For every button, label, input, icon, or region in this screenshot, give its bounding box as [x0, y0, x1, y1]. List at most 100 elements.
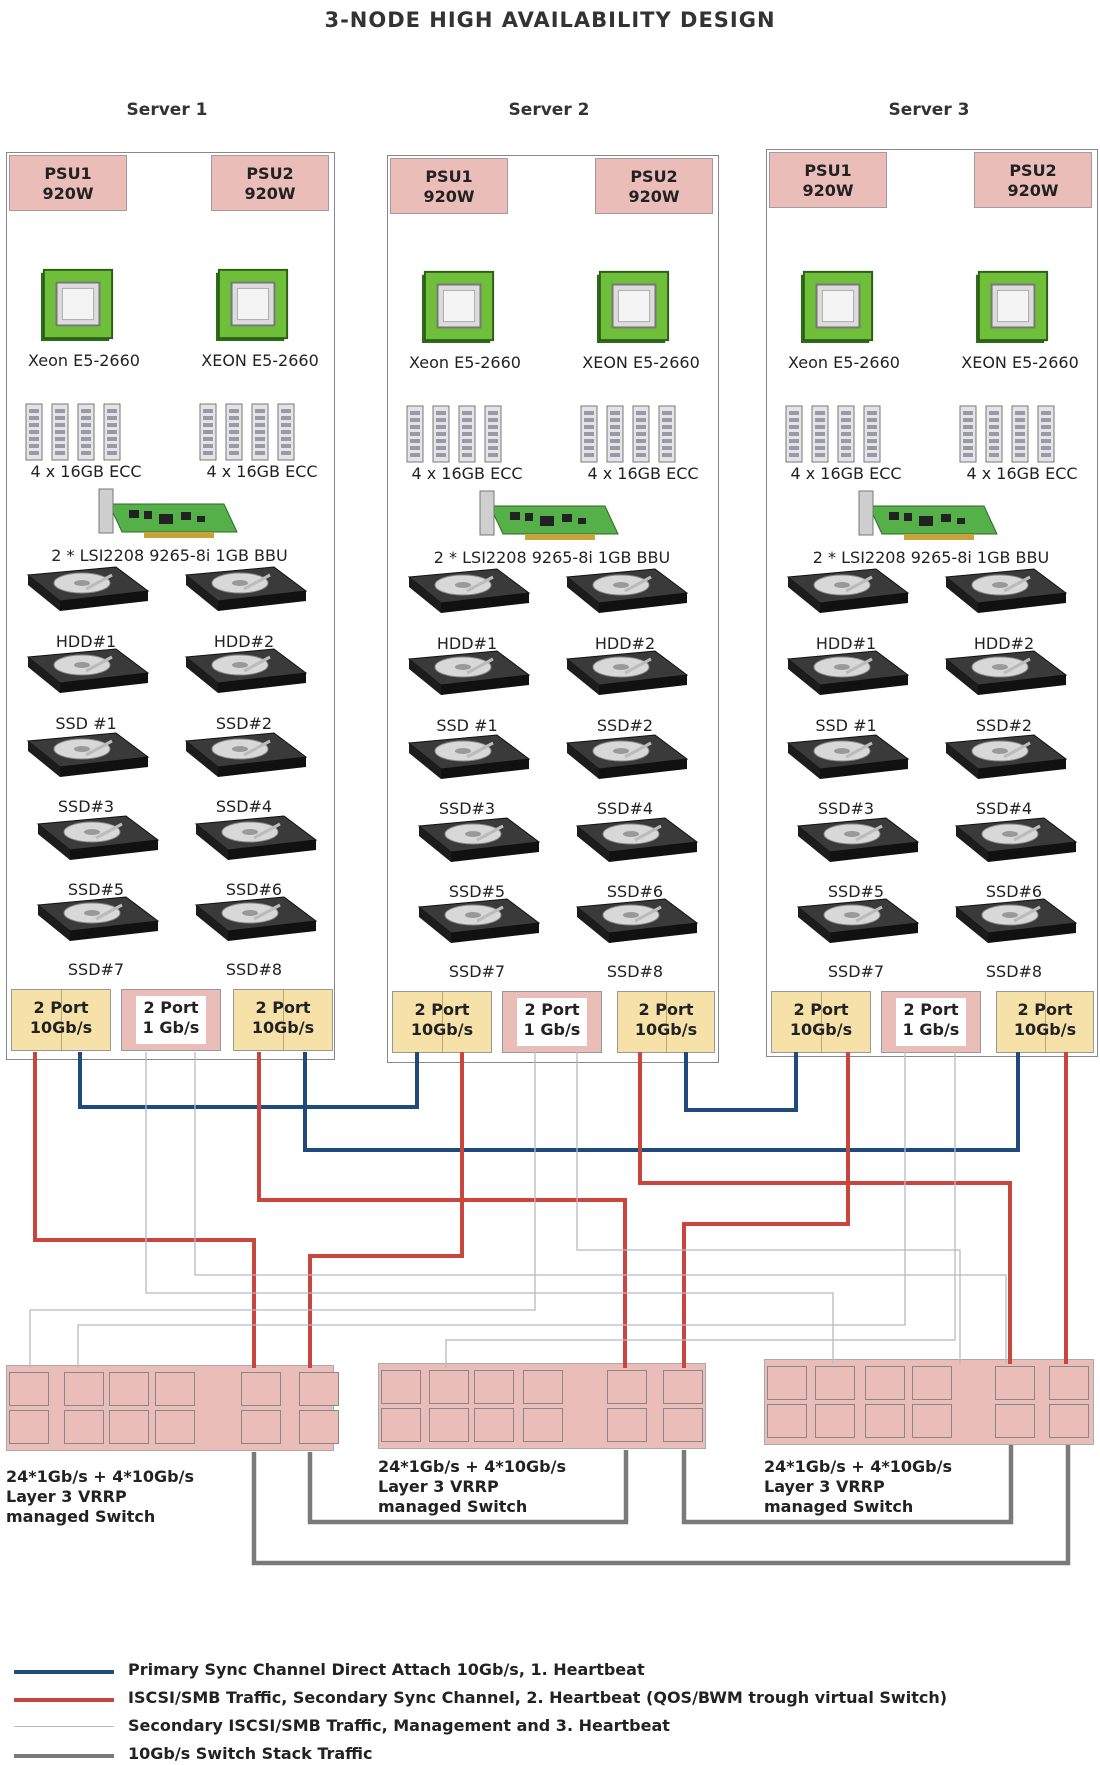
legend-swatch: [14, 1670, 114, 1674]
raid-label: 2 * LSI2208 9265-8i 1GB BBU: [812, 548, 1050, 567]
disk-icon: [938, 649, 1070, 699]
network-cable: [307, 1450, 629, 1525]
switch-port: [1049, 1366, 1089, 1400]
network-switch: [764, 1359, 1094, 1445]
disk-label: SSD #1: [815, 716, 877, 735]
switch-port: [815, 1366, 855, 1400]
disk-icon: [559, 733, 691, 783]
switch-port: [663, 1370, 703, 1404]
disk-label: SSD#6: [225, 880, 283, 899]
disk-label: HDD#1: [436, 634, 498, 653]
network-cable: [29, 1052, 536, 1368]
disk-icon: [188, 895, 320, 945]
switch-port: [299, 1372, 339, 1406]
disk-icon: [948, 897, 1080, 947]
network-cable: [257, 1052, 627, 1368]
switch-port: [767, 1366, 807, 1400]
switch-port: [299, 1410, 339, 1444]
cpu-icon: [799, 267, 877, 345]
cpu-icon: [595, 267, 673, 345]
disk-label: SSD#7: [67, 960, 125, 979]
network-cable: [77, 1052, 906, 1368]
ram-1-label: 4 x 16GB ECC: [411, 464, 523, 483]
switch-port: [109, 1410, 149, 1444]
legend-text: Primary Sync Channel Direct Attach 10Gb/…: [128, 1660, 645, 1679]
network-cable: [638, 1052, 1012, 1364]
network-switch: [6, 1365, 339, 1451]
switch-port: [109, 1372, 149, 1406]
disk-label: SSD#7: [448, 962, 506, 981]
ram-icon: [20, 400, 130, 462]
network-cable: [684, 1052, 798, 1112]
legend-swatch: [14, 1698, 114, 1702]
disk-label: SSD#4: [975, 799, 1033, 818]
ram-icon: [401, 402, 511, 464]
switch-port: [767, 1404, 807, 1438]
switch-port: [241, 1410, 281, 1444]
switch-port: [912, 1404, 952, 1438]
disk-label: SSD#2: [975, 716, 1033, 735]
disk-label: HDD#2: [973, 634, 1035, 653]
network-cable: [251, 1445, 1071, 1566]
disk-icon: [20, 565, 152, 615]
disk-icon: [20, 647, 152, 697]
cpu-1-label: Xeon E5-2660: [28, 351, 140, 370]
diagram-title: 3-NODE HIGH AVAILABILITY DESIGN: [324, 8, 776, 32]
cpu-icon: [39, 265, 117, 343]
switch-port: [155, 1410, 195, 1444]
switch-port: [912, 1366, 952, 1400]
disk-label: SSD#4: [596, 799, 654, 818]
disk-icon: [780, 567, 912, 617]
disk-icon: [780, 733, 912, 783]
switch-port: [9, 1410, 49, 1444]
disk-label: SSD #1: [55, 714, 117, 733]
cpu-2-label: XEON E5-2660: [582, 353, 700, 372]
legend-swatch: [14, 1726, 114, 1727]
disk-icon: [30, 814, 162, 864]
ram-icon: [575, 402, 685, 464]
disk-label: SSD#8: [225, 960, 283, 979]
ram-1-label: 4 x 16GB ECC: [30, 462, 142, 481]
disk-label: HDD#2: [594, 634, 656, 653]
switch-port: [865, 1366, 905, 1400]
switch-port: [995, 1366, 1035, 1400]
raid-controller-icon: [470, 486, 620, 548]
disk-icon: [569, 897, 701, 947]
disk-label: SSD#8: [985, 962, 1043, 981]
disk-label: SSD#2: [215, 714, 273, 733]
disk-icon: [30, 895, 162, 945]
server-title: Server 3: [888, 100, 970, 120]
disk-icon: [188, 814, 320, 864]
disk-label: SSD#3: [57, 797, 115, 816]
disk-label: HDD#2: [213, 632, 275, 651]
switch-port: [523, 1370, 563, 1404]
server-title: Server 2: [508, 100, 590, 120]
disk-label: HDD#1: [815, 634, 877, 653]
disk-label: SSD#3: [817, 799, 875, 818]
ram-2-label: 4 x 16GB ECC: [587, 464, 699, 483]
ram-2-label: 4 x 16GB ECC: [206, 462, 318, 481]
disk-icon: [401, 733, 533, 783]
raid-label: 2 * LSI2208 9265-8i 1GB BBU: [51, 546, 288, 565]
network-cable: [682, 1052, 850, 1368]
network-cable: [445, 1052, 956, 1368]
cpu-2-label: XEON E5-2660: [201, 351, 319, 370]
raid-label: 2 * LSI2208 9265-8i 1GB BBU: [433, 548, 671, 567]
legend-text: Secondary ISCSI/SMB Traffic, Management …: [128, 1716, 670, 1735]
disk-icon: [411, 897, 543, 947]
disk-icon: [780, 649, 912, 699]
disk-label: SSD#3: [438, 799, 496, 818]
server-title: Server 1: [126, 100, 208, 120]
cpu-icon: [214, 265, 292, 343]
disk-icon: [790, 816, 922, 866]
